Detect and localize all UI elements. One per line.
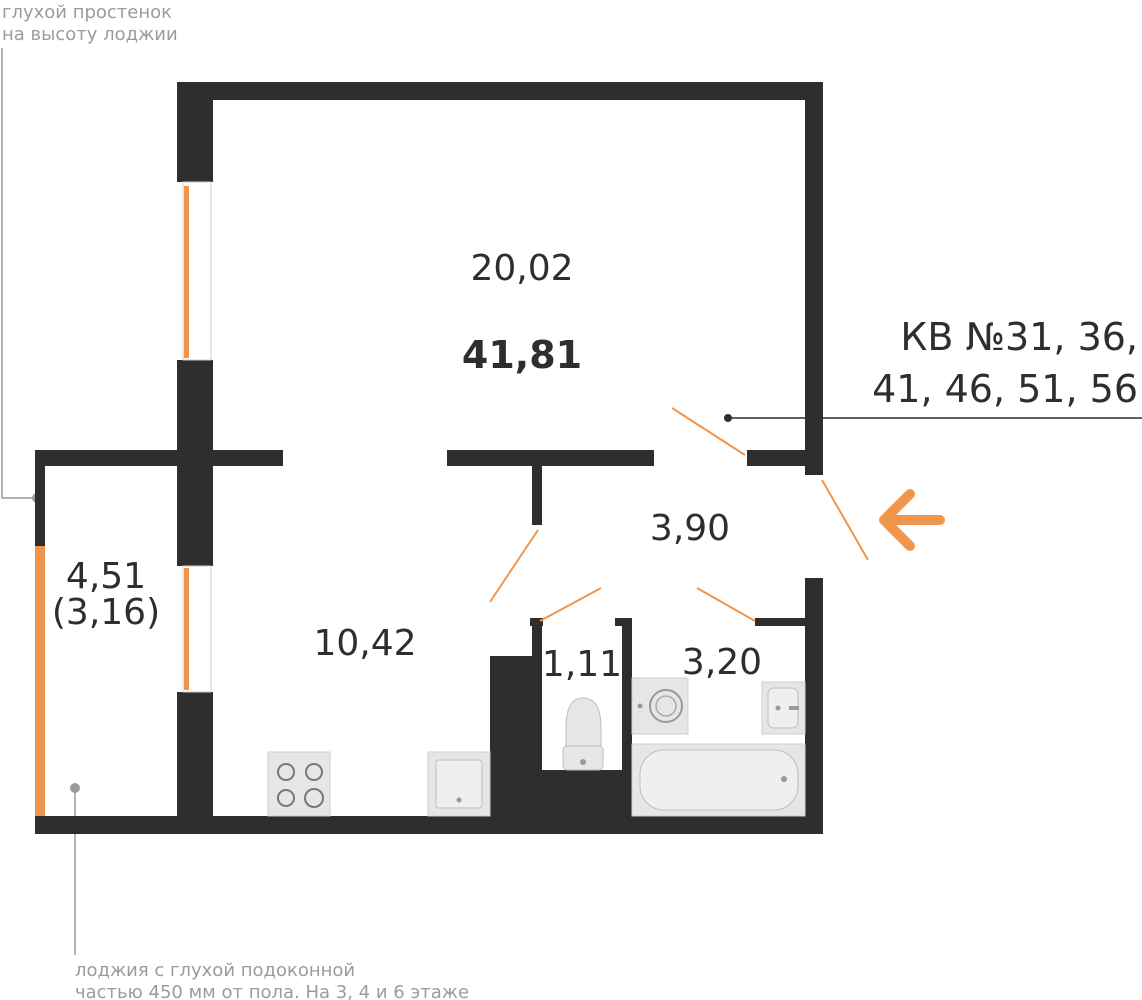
loggia-note-dot — [70, 783, 80, 793]
bathtub-icon — [631, 743, 806, 817]
stove-icon — [267, 751, 331, 817]
wall-note-line2: на высоту лоджии — [2, 24, 178, 45]
windows — [35, 181, 212, 816]
walls — [35, 82, 823, 834]
apartment-leader-dot — [724, 414, 732, 422]
bathroom-area: 3,20 — [682, 642, 762, 683]
toilet-icon — [562, 697, 604, 771]
wall-note-leader — [1, 48, 36, 499]
total-area: 41,81 — [462, 333, 582, 377]
hallway-area: 3,90 — [650, 508, 730, 549]
apartment-numbers-line2: 41, 46, 51, 56 — [872, 367, 1138, 411]
loggia-note-line1: лоджия с глухой подоконной — [75, 960, 355, 981]
entrance-arrow-icon — [879, 489, 945, 551]
apartment-numbers-line1: КВ №31, 36, — [900, 315, 1138, 359]
washing-machine-icon — [631, 677, 689, 735]
door-swings — [489, 407, 869, 622]
loggia-note-line2: частью 450 мм от пола. На 3, 4 и 6 этаже — [75, 982, 469, 1000]
loggia-area-reduced: (3,16) — [52, 592, 160, 633]
toilet-area: 1,11 — [542, 644, 622, 685]
loggia-area: 4,51 — [66, 556, 146, 597]
bathroom-sink-icon — [761, 681, 806, 735]
wall-note-line1: глухой простенок — [2, 2, 172, 23]
kitchen-sink-icon — [427, 751, 491, 817]
kitchen-area: 10,42 — [313, 623, 416, 664]
living-room-area: 20,02 — [470, 248, 573, 289]
